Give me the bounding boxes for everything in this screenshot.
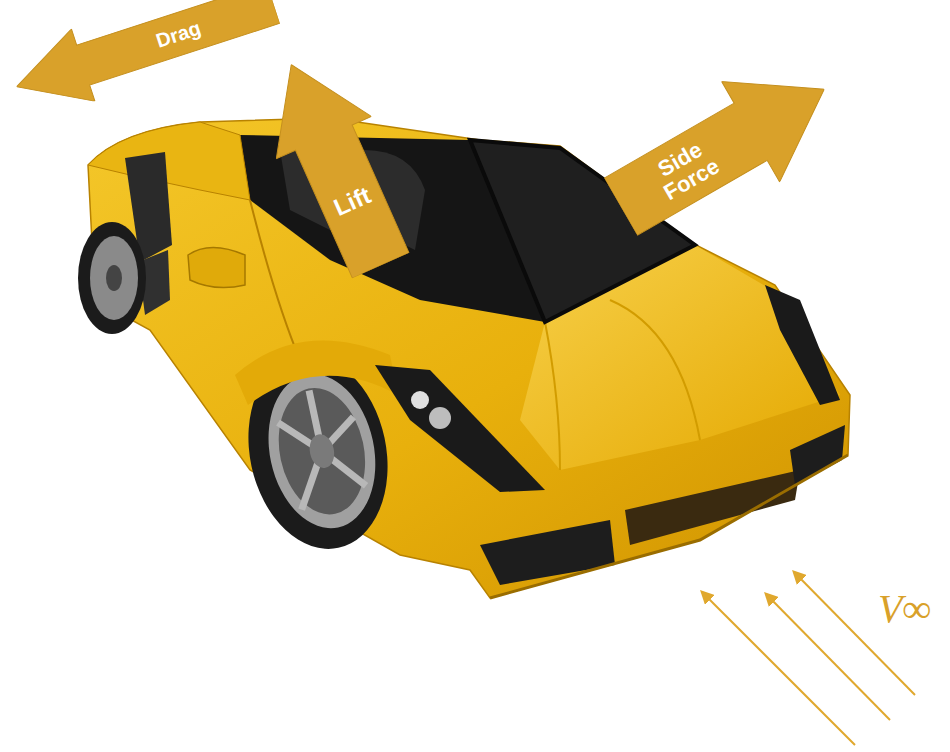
force-label: Drag bbox=[153, 17, 203, 51]
force-label: Side Force bbox=[642, 131, 727, 207]
arrow-shape bbox=[244, 43, 428, 286]
arrow-shape bbox=[5, 0, 285, 123]
force-arrow: Lift bbox=[244, 43, 428, 286]
velocity-label: V∞ bbox=[878, 585, 931, 632]
force-arrow: Drag bbox=[5, 0, 285, 123]
force-arrow: Side Force bbox=[591, 39, 853, 257]
arrow-text-area: Drag bbox=[77, 0, 280, 85]
arrow-text-area: Lift bbox=[295, 125, 409, 278]
force-label: Lift bbox=[330, 182, 374, 220]
arrow-text-area: Side Force bbox=[604, 103, 767, 235]
arrow-shape bbox=[591, 39, 853, 257]
